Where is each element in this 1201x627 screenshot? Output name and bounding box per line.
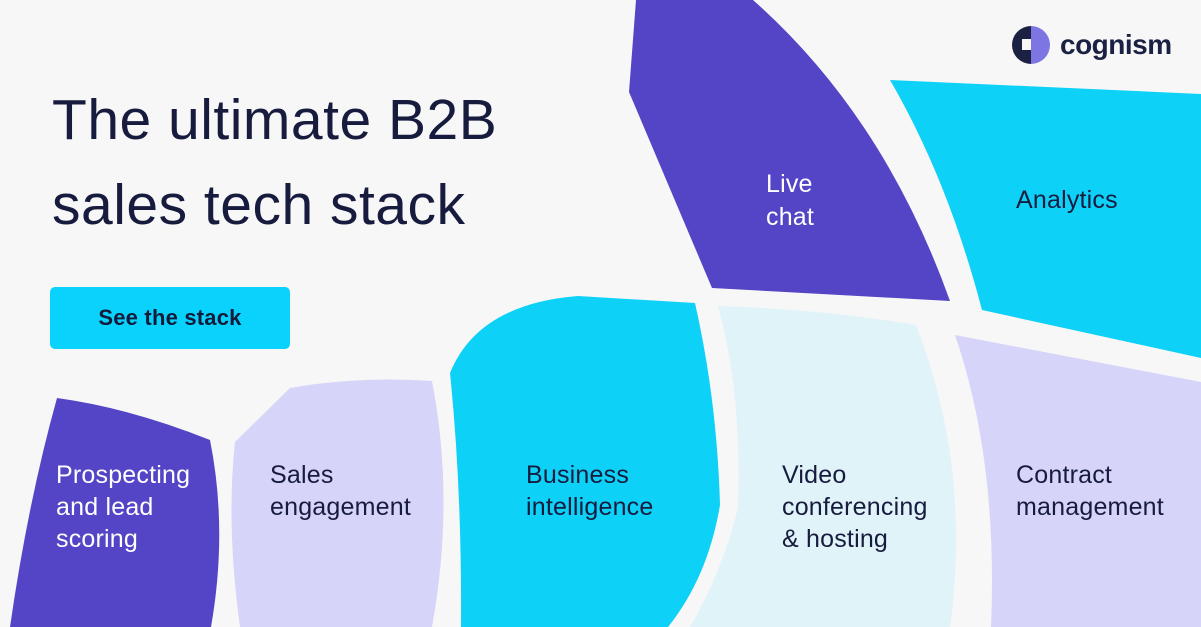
- segment-label-analytics: Analytics: [1016, 186, 1118, 214]
- shape-business-intelligence: [450, 296, 720, 627]
- brand-logo[interactable]: cognism: [1012, 25, 1172, 65]
- shape-sales-engagement: [231, 379, 444, 627]
- see-the-stack-button[interactable]: See the stack: [50, 287, 290, 349]
- segment-label-video-conferencing-and-hosting: Video conferencing & hosting: [782, 461, 928, 553]
- segment-label-live-chat: Live chat: [766, 170, 815, 231]
- logo-right-half: [1031, 26, 1050, 64]
- see-the-stack-label: See the stack: [98, 305, 242, 330]
- logo-notch: [1021, 39, 1031, 51]
- segment-label-prospecting-and-lead-scoring: Prospecting and lead scoring: [56, 461, 191, 553]
- shape-video-conferencing-and-hosting: [690, 306, 957, 627]
- page-title: The ultimate B2B sales tech stack: [52, 88, 498, 237]
- segment-label-business-intelligence: Business intelligence: [526, 461, 654, 521]
- shape-contract-management: [955, 335, 1201, 627]
- segment-label-sales-engagement: Sales engagement: [270, 461, 412, 521]
- logo-left-half: [1012, 26, 1031, 64]
- cognism-logo-icon: [1012, 26, 1050, 64]
- shape-analytics: [890, 80, 1201, 358]
- shape-prospecting-and-lead-scoring: [10, 398, 220, 627]
- shape-live-chat: [629, 0, 950, 301]
- segment-label-contract-management: Contract management: [1016, 461, 1164, 521]
- brand-name: cognism: [1060, 29, 1172, 60]
